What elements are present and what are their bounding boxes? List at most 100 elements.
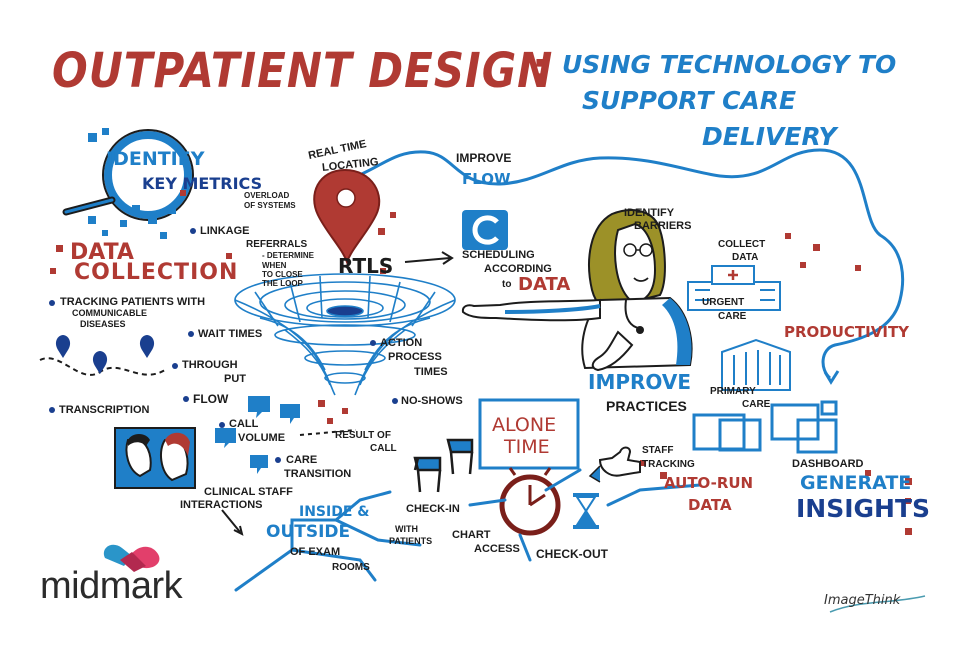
collect-data-label-2: DATA bbox=[732, 252, 759, 263]
overload-label-1: OVERLOAD bbox=[244, 191, 290, 200]
urgent-care-label-2: CARE bbox=[718, 311, 747, 322]
determine-label-1: - DETERMINE bbox=[262, 251, 314, 260]
hourglass-icon bbox=[573, 493, 599, 529]
linkage-label: LINKAGE bbox=[200, 225, 250, 237]
primary-care-building-icon bbox=[721, 338, 791, 391]
wait-times-label: WAIT TIMES bbox=[198, 328, 263, 340]
pointing-hand-icon bbox=[588, 446, 641, 483]
subtitle-line-3: DELIVERY bbox=[702, 122, 837, 151]
flow-label: FLOW bbox=[193, 392, 229, 406]
hospital-building-icon bbox=[687, 265, 781, 311]
clinician-faces-icon bbox=[114, 427, 196, 489]
result-of-call-label-2: CALL bbox=[370, 443, 397, 454]
collect-data-label-1: COLLECT bbox=[718, 239, 766, 250]
data-dots-icon bbox=[50, 190, 912, 535]
bullet-dots bbox=[49, 228, 398, 463]
doctor-figure bbox=[461, 209, 693, 372]
action-label-3: TIMES bbox=[414, 366, 448, 378]
scheduling-label-1: SCHEDULING bbox=[462, 249, 535, 261]
generate-insights-label-2: INSIGHTS bbox=[796, 494, 931, 523]
put-label: PUT bbox=[224, 373, 246, 385]
action-label-2: PROCESS bbox=[388, 351, 442, 363]
result-of-call-label-1: RESULT OF bbox=[335, 430, 391, 441]
inside-label: INSIDE & bbox=[299, 504, 370, 520]
determine-label-4: THE LOOP bbox=[262, 279, 303, 288]
tracking-label-2: COMMUNICABLE bbox=[72, 308, 147, 318]
alone-time-label-1: ALONE bbox=[492, 414, 557, 436]
throughput-path bbox=[39, 335, 166, 376]
tracking-label-3: DISEASES bbox=[80, 319, 126, 329]
through-label: THROUGH bbox=[182, 359, 238, 371]
scheduling-label-4: DATA bbox=[518, 274, 571, 295]
of-exam-label: OF EXAM bbox=[290, 546, 341, 558]
primary-care-label-1: PRIMARY bbox=[710, 386, 756, 397]
data-pixels-icon bbox=[88, 128, 176, 239]
chart-access-label-1: CHART bbox=[452, 529, 491, 541]
dashboard-windows-icon bbox=[692, 400, 838, 454]
speech-bubble-icon bbox=[215, 396, 300, 474]
clock-icon bbox=[499, 467, 561, 536]
determine-label-3: TO CLOSE bbox=[262, 270, 303, 279]
call-label: CALL bbox=[229, 418, 259, 430]
rooms-label: ROOMS bbox=[332, 562, 370, 573]
patient-flow-lines bbox=[234, 468, 702, 592]
data-collection-title-1: DATA bbox=[70, 240, 134, 265]
page-title: OUTPATIENT DESIGN bbox=[52, 42, 554, 99]
improve-flow-label-1: IMPROVE bbox=[456, 151, 512, 165]
check-out-label: CHECK-OUT bbox=[536, 547, 608, 561]
rtls-to-scheduling-arrow bbox=[404, 251, 454, 265]
primary-care-label-2: CARE bbox=[742, 399, 771, 410]
midmark-logo-mark bbox=[103, 544, 160, 572]
care-transition-label-2: TRANSITION bbox=[284, 468, 352, 480]
with-patients-label-2: PATIENTS bbox=[389, 536, 433, 546]
check-in-label: CHECK-IN bbox=[406, 503, 460, 515]
clinical-staff-label-1: CLINICAL STAFF bbox=[204, 486, 293, 498]
care-transition-label-1: CARE bbox=[286, 454, 318, 466]
staff-tracking-label-1: STAFF bbox=[642, 445, 674, 456]
dashboard-label: DASHBOARD bbox=[792, 458, 864, 470]
location-pin-icon bbox=[313, 168, 381, 265]
midmark-logo: midmark bbox=[40, 565, 183, 607]
clinical-staff-label-2: INTERACTIONS bbox=[180, 499, 263, 511]
with-patients-label-1: WITH bbox=[395, 524, 418, 534]
improve-practices-label-2: PRACTICES bbox=[606, 398, 687, 414]
productivity-label: PRODUCTIVITY bbox=[784, 323, 910, 341]
chart-access-label-2: ACCESS bbox=[474, 543, 520, 555]
improve-practices-label-1: IMPROVE bbox=[588, 370, 692, 394]
volume-label: VOLUME bbox=[238, 432, 286, 444]
referrals-label: REFERRALS bbox=[246, 239, 308, 250]
tracking-label-1: TRACKING PATIENTS WITH bbox=[60, 296, 206, 308]
title-colon: : bbox=[532, 45, 548, 91]
urgent-care-label-1: URGENT bbox=[702, 297, 745, 308]
auto-run-data-label-2: DATA bbox=[688, 496, 732, 514]
key-metrics-label: KEY METRICS bbox=[142, 174, 263, 193]
overload-label-2: OF SYSTEMS bbox=[244, 201, 296, 210]
imagethink-signature: ImageThink bbox=[824, 593, 901, 608]
action-label-1: ACTION bbox=[380, 337, 423, 349]
determine-label-2: WHEN bbox=[262, 261, 287, 270]
outside-label: OUTSIDE bbox=[266, 522, 351, 542]
staff-tracking-label-2: TRACKING bbox=[642, 459, 695, 470]
vortex-funnel-icon bbox=[234, 273, 456, 396]
calendar-icon bbox=[462, 210, 508, 250]
improve-flow-label-2: FLOW bbox=[462, 170, 511, 188]
subtitle-line-2: SUPPORT CARE bbox=[582, 86, 797, 115]
generate-insights-label-1: GENERATE bbox=[800, 472, 912, 494]
identify-barriers-label-2: BARRIERS bbox=[634, 220, 692, 232]
data-collection-title-2: COLLECTION bbox=[74, 260, 239, 285]
chair-icon bbox=[413, 438, 474, 493]
arrow-to-outside bbox=[221, 509, 244, 536]
no-shows-label: NO-SHOWS bbox=[401, 395, 463, 407]
scheduling-label-2: ACCORDING bbox=[484, 263, 552, 275]
result-of-call-dashes bbox=[299, 429, 357, 436]
rtls-label: RTLS bbox=[338, 254, 394, 278]
transcription-label: TRANSCRIPTION bbox=[59, 404, 150, 416]
improve-flow-line bbox=[351, 148, 905, 380]
signature-swash bbox=[829, 595, 926, 613]
alone-time-label-2: TIME bbox=[504, 436, 550, 458]
auto-run-data-label-1: AUTO-RUN bbox=[664, 474, 754, 492]
flow-arrow-icon bbox=[823, 370, 840, 385]
identify-barriers-label-1: IDENTIFY bbox=[624, 207, 675, 219]
